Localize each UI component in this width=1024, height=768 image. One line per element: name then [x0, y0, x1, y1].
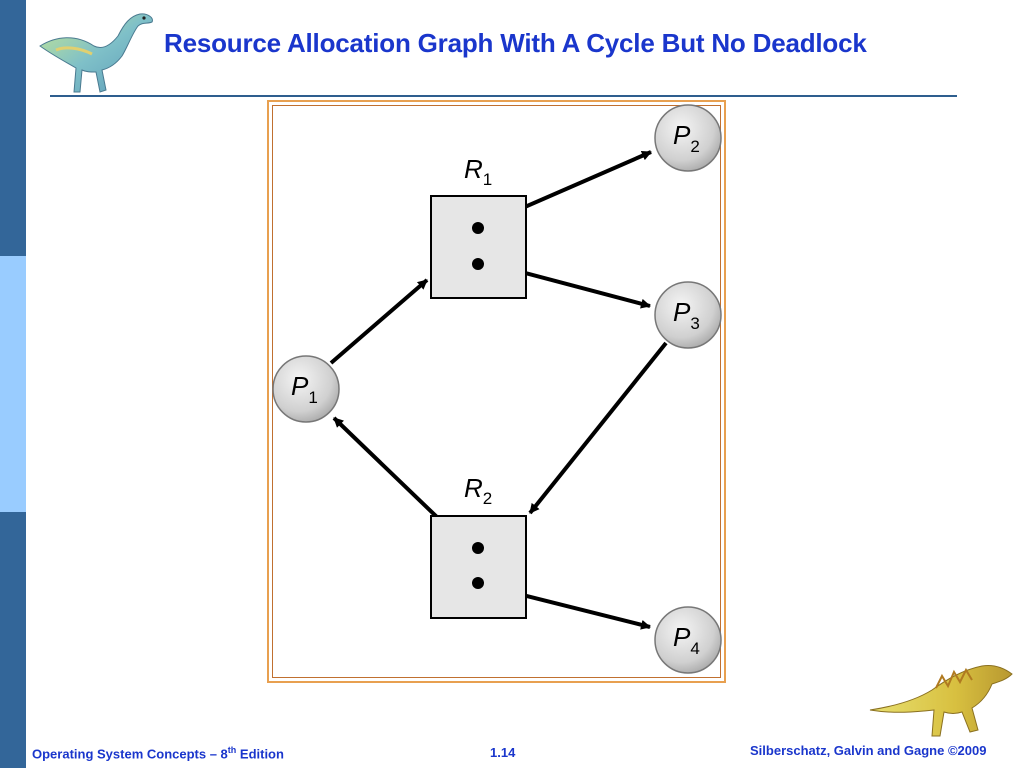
resource-r1-instance: [472, 258, 484, 270]
dinosaur-logo-bottom-icon: [869, 665, 1013, 737]
footer-copyright: Silberschatz, Galvin and Gagne ©2009: [750, 743, 987, 758]
edge-p3-r2: [528, 341, 668, 515]
svg-text:P4: P4: [673, 622, 700, 658]
process-p2: P2: [654, 104, 722, 172]
svg-text:P1: P1: [291, 371, 318, 407]
process-p1: P1: [272, 355, 340, 423]
process-p3: P3: [654, 281, 722, 349]
resource-r1: R1: [430, 154, 527, 299]
resource-r1-label: R1: [464, 154, 492, 189]
resource-r1-instance: [472, 222, 484, 234]
svg-text:P3: P3: [673, 297, 700, 333]
svg-text:P2: P2: [673, 120, 700, 156]
side-bar-top: [0, 0, 26, 256]
footer-page-number: 1.14: [490, 745, 516, 760]
slide-title: Resource Allocation Graph With A Cycle B…: [164, 28, 867, 58]
side-bar-middle: [0, 256, 26, 512]
process-p4: P4: [654, 606, 722, 674]
side-bar-bottom: [0, 512, 26, 768]
resource-r2-instance: [472, 542, 484, 554]
resource-r2: R2: [430, 473, 527, 619]
resource-r2-label: R2: [464, 473, 492, 508]
dinosaur-logo-top-icon: [39, 13, 153, 93]
edge-p1-r1: [329, 278, 429, 365]
resource-r2-instance: [472, 577, 484, 589]
title-divider: [50, 95, 957, 97]
footer-book-title: Operating System Concepts – 8th Edition: [32, 745, 284, 762]
